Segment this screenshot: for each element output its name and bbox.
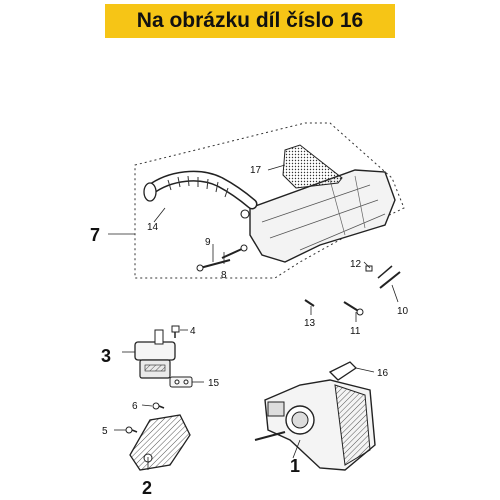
- callout-15: 15: [208, 378, 220, 389]
- callout-2: 2: [142, 478, 152, 498]
- callout-9: 9: [205, 237, 211, 248]
- air-filter-element: [282, 144, 343, 189]
- callout-1: 1: [290, 456, 300, 476]
- callout-16: 16: [377, 368, 389, 379]
- title-text: Na obrázku díl číslo 16: [136, 9, 364, 32]
- airbox-housing: [249, 169, 396, 263]
- throttle-sensor-part-3: [134, 329, 176, 379]
- callout-10: 10: [397, 306, 409, 317]
- callout-6: 6: [132, 401, 138, 412]
- intake-hose: [143, 170, 258, 219]
- fasteners-right: [304, 265, 401, 316]
- callout-4: 4: [190, 326, 196, 337]
- callout-7: 7: [90, 225, 100, 245]
- callout-labels: 1 2 3 4 5 6 7 8 9 10 11 12 13 14 15 16 1…: [90, 165, 409, 498]
- callout-14: 14: [147, 222, 159, 233]
- callout-3: 3: [101, 346, 111, 366]
- callout-12: 12: [350, 259, 362, 270]
- callout-5: 5: [102, 426, 108, 437]
- callout-11: 11: [350, 326, 361, 337]
- screws-part-5-6: [125, 402, 165, 434]
- throttle-body-part-1: [254, 379, 376, 471]
- clip-part-16: [328, 361, 358, 381]
- mounting-plate-part-2: [129, 414, 191, 471]
- screw-part-4: [171, 325, 180, 338]
- leader-lines: [108, 164, 399, 470]
- title-banner: Na obrázku díl číslo 16: [105, 4, 395, 38]
- callout-13: 13: [304, 318, 316, 329]
- bolt-set-8-9: [196, 244, 248, 272]
- callout-17: 17: [250, 165, 262, 176]
- bracket-part-15: [169, 376, 193, 388]
- callout-8: 8: [221, 270, 227, 281]
